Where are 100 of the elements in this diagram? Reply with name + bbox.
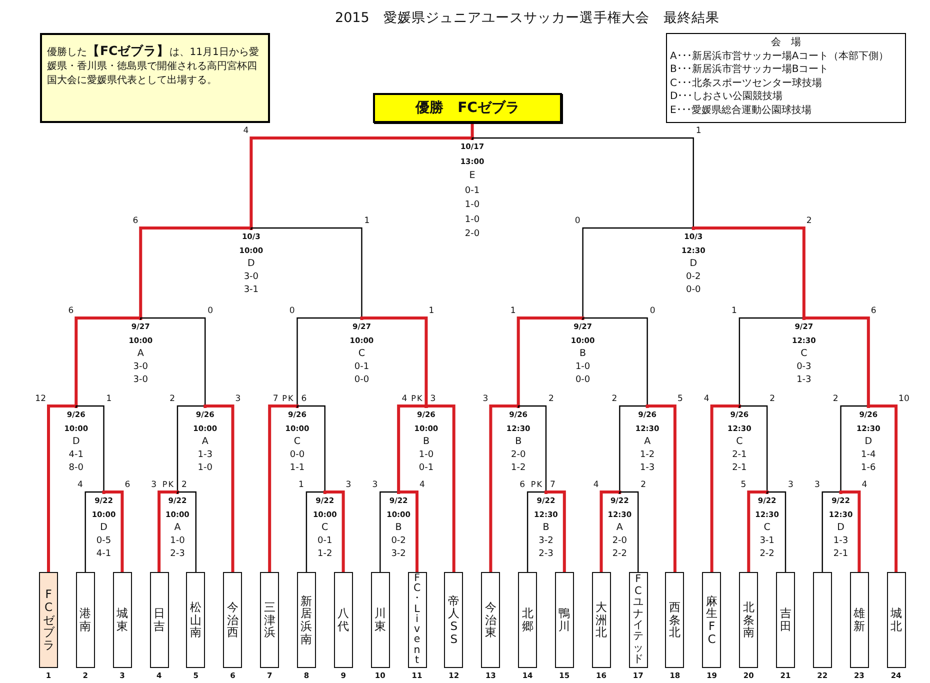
venue-code: B xyxy=(422,435,430,448)
score-label: 4 xyxy=(402,394,408,404)
bracket-line xyxy=(268,404,299,572)
bracket-line xyxy=(47,404,78,572)
team-box xyxy=(481,572,500,668)
match-score: 0-0 xyxy=(575,374,590,387)
score-label: 2 xyxy=(806,216,812,226)
bracket-line xyxy=(544,490,566,572)
score-label: 6 xyxy=(68,306,74,316)
match-score: 2-2 xyxy=(612,548,628,561)
team-box xyxy=(628,572,648,668)
match-score: 1-0 xyxy=(418,448,434,462)
bracket-line xyxy=(323,490,345,572)
team-box xyxy=(850,572,869,668)
team-name: 城北 xyxy=(890,607,902,633)
match-score: 2-2 xyxy=(760,548,774,561)
team-name: 大洲北 xyxy=(596,601,607,639)
match-score: 1-1 xyxy=(290,462,305,475)
bracket-line xyxy=(710,404,741,572)
venue-code: B xyxy=(580,347,586,360)
score-label: 0 xyxy=(650,306,656,316)
score-label: 2 xyxy=(640,480,646,490)
banner-text: 優勝 FCゼブラ xyxy=(416,99,520,117)
score-label: 1 xyxy=(510,306,516,316)
score-label: 1 xyxy=(732,306,737,316)
match-score: 0-0 xyxy=(686,284,701,297)
match-score: 2-1 xyxy=(732,462,747,475)
score-label: 4 xyxy=(704,394,710,404)
team-name: 松山南 xyxy=(190,601,202,639)
venue-code: D xyxy=(72,435,80,448)
bracket-line xyxy=(380,491,400,572)
team-name: 港南 xyxy=(80,607,92,633)
score-label: 7 xyxy=(272,394,278,404)
match-score: 1-0 xyxy=(198,462,212,475)
score-label: 4 xyxy=(420,480,425,490)
venue-list-box xyxy=(666,33,906,123)
score-label: 3 xyxy=(482,394,488,404)
score-label: 4 xyxy=(77,480,83,490)
match-score: 2-1 xyxy=(833,548,848,561)
match-score: 0-1 xyxy=(354,360,370,374)
match-score: 1-3 xyxy=(796,374,812,387)
score-label: 10 xyxy=(898,394,910,404)
match-score: 8-0 xyxy=(68,462,84,475)
score-label: 3 xyxy=(788,480,794,490)
team-name: 帝人SS xyxy=(448,594,460,646)
score-label: 2 xyxy=(181,480,187,490)
match-score: 1-4 xyxy=(861,448,876,462)
team-box xyxy=(186,572,206,668)
bracket-line xyxy=(306,491,326,572)
team-name: 八代 xyxy=(338,607,350,633)
score-label: 4 xyxy=(593,480,599,490)
venue-code: C xyxy=(322,521,328,534)
team-box xyxy=(334,572,353,668)
match-score: 1-3 xyxy=(640,462,655,475)
venue-heading: 会 場 xyxy=(770,36,802,50)
score-label: 4 xyxy=(862,480,868,490)
match-score: 2-3 xyxy=(170,548,185,561)
team-box xyxy=(886,572,906,668)
team-box xyxy=(518,572,538,668)
note-box xyxy=(40,33,270,123)
match-score: 3-1 xyxy=(244,284,259,297)
team-box xyxy=(739,572,758,668)
venue-code: C xyxy=(736,435,743,448)
match-score: 0-1 xyxy=(464,184,480,198)
score-label: 2 xyxy=(548,394,554,404)
team-name: FC・Livent xyxy=(412,574,422,666)
score-label: 3 xyxy=(814,480,820,490)
score-label: 3 xyxy=(346,480,352,490)
team-name: 今治東 xyxy=(484,601,496,639)
team-name: 川東 xyxy=(374,607,386,633)
bracket-line xyxy=(747,490,769,572)
match-score: 0-3 xyxy=(796,360,812,374)
venue-code: A xyxy=(202,435,208,448)
venue-code: A xyxy=(137,347,144,360)
venue-code: A xyxy=(644,435,651,448)
venue-item: C･･･北条スポーツセンター球技場 xyxy=(670,76,823,90)
team-name: FCゼブラ xyxy=(42,588,54,652)
team-box xyxy=(554,572,574,668)
score-label: 1 xyxy=(364,216,370,226)
venue-code: B xyxy=(542,521,550,534)
match-score: 1-0 xyxy=(464,199,480,212)
team-name: 北条南 xyxy=(742,601,754,639)
match-score: 0-1 xyxy=(418,462,434,475)
match-score: 3-2 xyxy=(391,548,406,561)
team-box xyxy=(76,572,95,668)
match-score: 1-0 xyxy=(464,214,480,226)
bracket-line xyxy=(204,404,234,572)
score-label: 3 xyxy=(151,480,157,490)
note-text: 優勝した【FCゼブラ】は、11月1日から愛媛県・香川県・徳島県で開催される高円宮杯四国大会に愛媛県代表として出場する。 xyxy=(47,44,260,88)
venue-code: D xyxy=(100,521,108,534)
pk-label: PK xyxy=(411,394,424,404)
team-name: 日吉 xyxy=(153,607,165,633)
score-label: 5 xyxy=(677,394,683,404)
match-score: 0-0 xyxy=(354,374,370,387)
match-score: 2-0 xyxy=(510,448,526,462)
venue-code: B xyxy=(395,521,402,534)
score-label: 6 xyxy=(870,306,876,316)
venue-code: C xyxy=(294,435,301,448)
venue-code: D xyxy=(837,521,844,534)
venue-code: C xyxy=(800,347,808,360)
